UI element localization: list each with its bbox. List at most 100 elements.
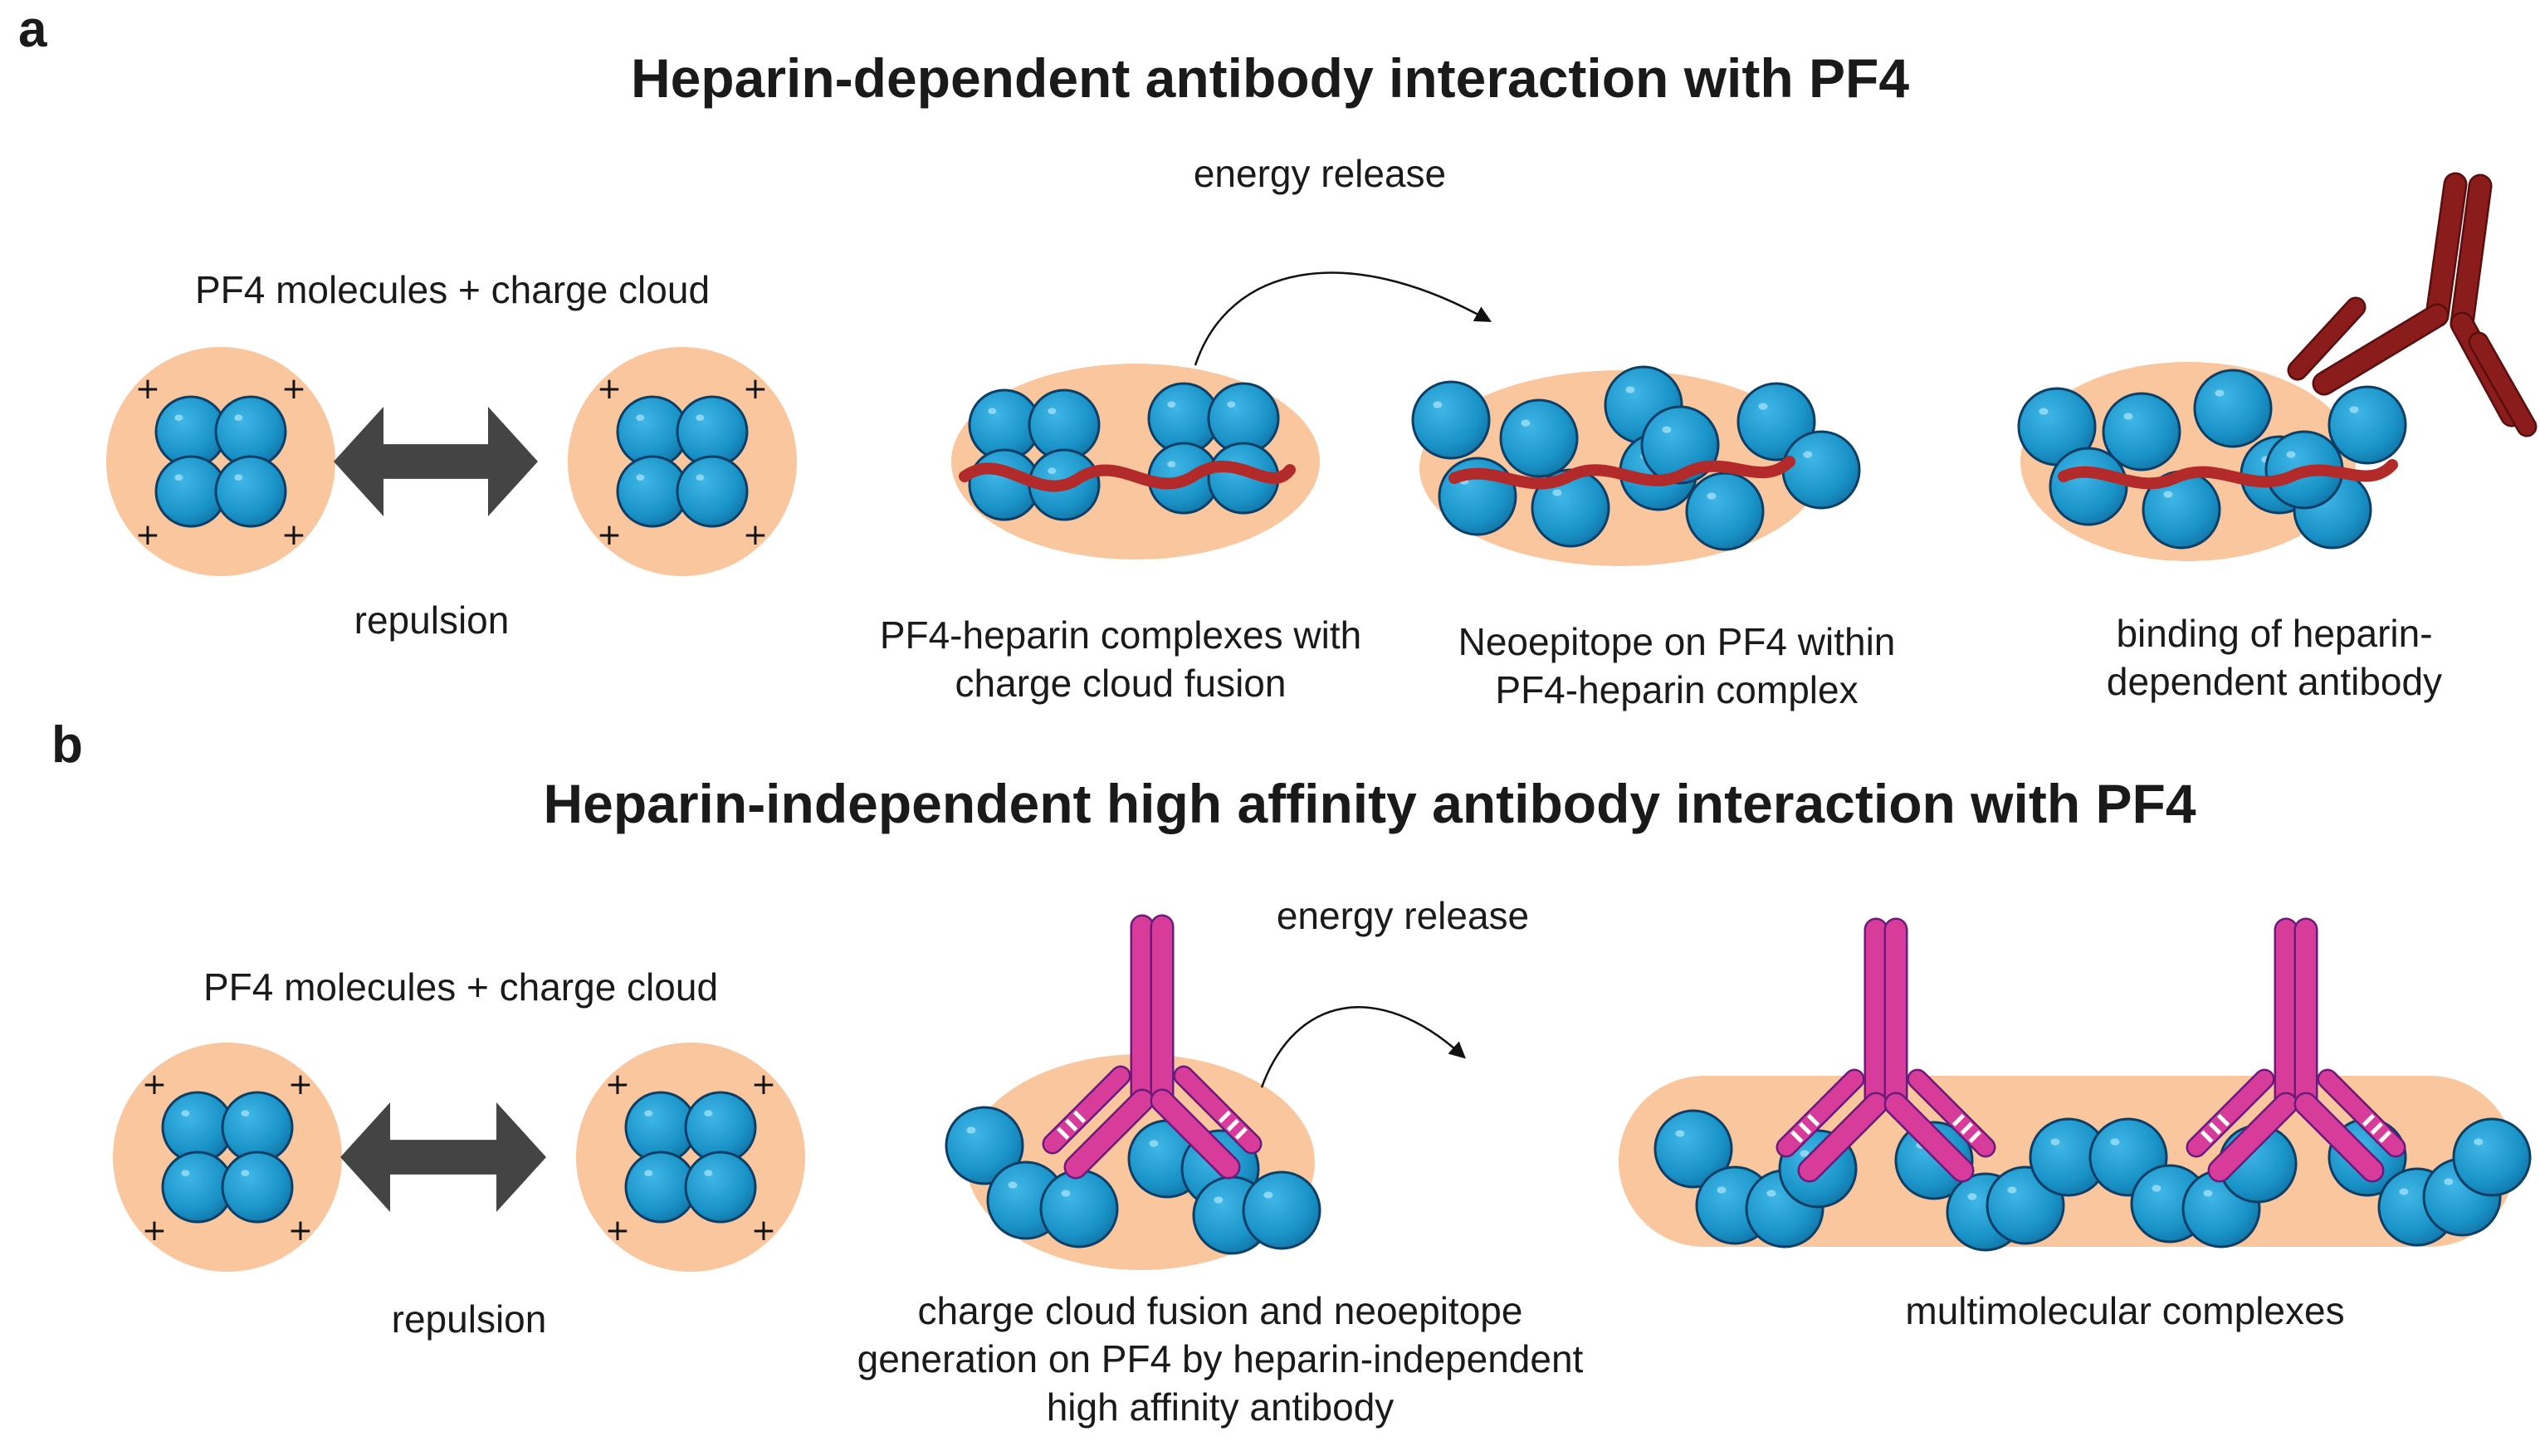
antibody-epitope-stripe xyxy=(1057,1126,1070,1140)
b-charge-cloud-label: PF4 molecules + charge cloud xyxy=(203,965,719,1009)
charge-plus-sign: + xyxy=(605,1068,630,1102)
pf4-highlight xyxy=(1662,426,1672,433)
pf4-subunit xyxy=(2049,447,2128,526)
b-fusion-label-1: charge cloud fusion and neoepitope xyxy=(917,1289,1523,1332)
b-fusion-label-2: generation on PF4 by heparin-independent xyxy=(857,1337,1584,1380)
pf4-subunit xyxy=(1411,380,1491,460)
a-neoepitope-label-1: Neoepitope on PF4 within xyxy=(1458,620,1896,663)
pf4-highlight xyxy=(1008,1181,1018,1189)
charge-plus-sign: + xyxy=(281,372,306,406)
pf4-highlight xyxy=(174,414,183,421)
antibody-epitope-stripe xyxy=(2362,1113,2376,1127)
antibody-fab-arm-left xyxy=(2314,305,2447,393)
charge-plus-sign: + xyxy=(142,1068,167,1102)
pf4-highlight xyxy=(1214,1196,1224,1204)
panel-b-label: b xyxy=(51,716,83,774)
a-energy-label: energy release xyxy=(1193,152,1447,195)
panel-b-title: Heparin-independent high affinity antibo… xyxy=(543,773,2196,834)
pf4-subunit xyxy=(945,1106,1024,1185)
pf4-highlight xyxy=(1766,1190,1776,1197)
pf4-highlight xyxy=(1717,1186,1727,1194)
pf4-highlight xyxy=(966,1126,976,1134)
pf4-highlight xyxy=(1758,403,1768,410)
panel-a-title: Heparin-dependent antibody interaction w… xyxy=(630,47,1910,109)
charge-plus-sign: + xyxy=(288,1068,313,1102)
antibody-fab-arm-right xyxy=(1886,1094,1972,1180)
pf4-highlight xyxy=(704,1170,713,1176)
pf4-highlight xyxy=(1707,492,1717,500)
antibody-epitope-stripe xyxy=(1960,1121,1974,1136)
charge-cloud xyxy=(576,1043,805,1272)
antibody-heavy-chain-left xyxy=(2427,174,2465,325)
pf4-subunit xyxy=(1894,1121,1974,1200)
b-repulsion-label: repulsion xyxy=(391,1297,547,1341)
pf4-highlight xyxy=(241,1110,250,1116)
pf4-subunit xyxy=(1781,430,1861,510)
pf4-subunit xyxy=(2328,385,2407,465)
charge-plus-sign: + xyxy=(751,1068,776,1102)
pf4-highlight xyxy=(2007,1186,2017,1194)
pf4-highlight xyxy=(174,474,183,481)
antibody-epitope-stripe xyxy=(1064,1118,1078,1132)
pf4-highlight xyxy=(644,1110,653,1116)
pf4-highlight xyxy=(636,474,645,481)
pf4-highlight xyxy=(2110,1138,2120,1146)
charge-plus-sign: + xyxy=(597,372,622,406)
pf4-highlight xyxy=(2203,1190,2213,1197)
antibody-epitope-stripe xyxy=(1234,1126,1248,1140)
pf4-highlight xyxy=(2444,1178,2454,1185)
pf4-subunit xyxy=(214,455,287,528)
antibody-epitope-stripe xyxy=(1806,1113,1820,1127)
pf4-subunit xyxy=(2102,392,2181,471)
pf4-highlight xyxy=(1048,408,1057,414)
antibody-epitope-stripe xyxy=(2201,1130,2214,1143)
charge-plus-sign: + xyxy=(743,518,768,552)
pf4-highlight xyxy=(1227,401,1236,408)
antibody-fab-arm-right xyxy=(1152,1091,1238,1177)
antibody-epitope-stripe xyxy=(2216,1113,2230,1127)
energy-release-arrow xyxy=(1194,271,1492,366)
charge-cloud xyxy=(106,347,335,576)
antibody-epitope-stripe xyxy=(1790,1130,1804,1143)
pf4-subunit xyxy=(2193,369,2273,448)
charge-plus-sign: + xyxy=(142,1214,167,1248)
antibody-fab-arm-left xyxy=(1066,1091,1152,1177)
antibody-epitope-stripe xyxy=(1968,1130,1981,1143)
pf4-highlight xyxy=(636,414,645,421)
pf4-highlight xyxy=(181,1170,190,1176)
b-energy-label: energy release xyxy=(1276,894,1530,937)
pf4-highlight xyxy=(2050,1138,2060,1146)
pf4-highlight xyxy=(2215,389,2225,397)
pf4-highlight xyxy=(234,414,243,421)
pf4-highlight xyxy=(241,1170,250,1176)
a-complex-label-1: PF4-heparin complexes with xyxy=(879,613,1362,657)
pf4-highlight xyxy=(644,1170,653,1176)
pf4-highlight xyxy=(1675,1130,1685,1137)
pf4-highlight xyxy=(181,1110,190,1116)
pf4-subunit xyxy=(221,1151,294,1224)
heparin-chain xyxy=(2058,459,2398,490)
pf4-highlight xyxy=(1149,1140,1159,1147)
pf4-subunit xyxy=(684,1151,757,1224)
pf4-highlight xyxy=(1521,419,1531,427)
pf4-subunit xyxy=(676,455,749,528)
pf4-highlight xyxy=(2399,1188,2409,1195)
pf4-highlight xyxy=(2286,451,2296,458)
a-charge-cloud-label: PF4 molecules + charge cloud xyxy=(194,268,711,311)
charge-plus-sign: + xyxy=(135,372,160,406)
charge-plus-sign: + xyxy=(288,1214,313,1248)
antibody-fab-arm-right xyxy=(2296,1094,2382,1180)
repulsion-double-arrow xyxy=(334,407,538,516)
pf4-subunit xyxy=(2452,1117,2532,1197)
charge-cloud xyxy=(568,347,797,576)
antibody-light-chain-right xyxy=(2470,334,2535,435)
antibody-epitope-stripe xyxy=(1226,1118,1240,1132)
pf4-highlight xyxy=(234,474,243,481)
antibody-epitope-stripe xyxy=(1798,1121,1812,1136)
charge-plus-sign: + xyxy=(605,1214,630,1248)
pf4-highlight xyxy=(1967,1193,1977,1200)
antibody-epitope-stripe xyxy=(2370,1121,2384,1136)
a-neoepitope-label-2: PF4-heparin complex xyxy=(1495,668,1859,711)
pf4-highlight xyxy=(1552,489,1562,496)
pf4-highlight xyxy=(2039,408,2049,415)
